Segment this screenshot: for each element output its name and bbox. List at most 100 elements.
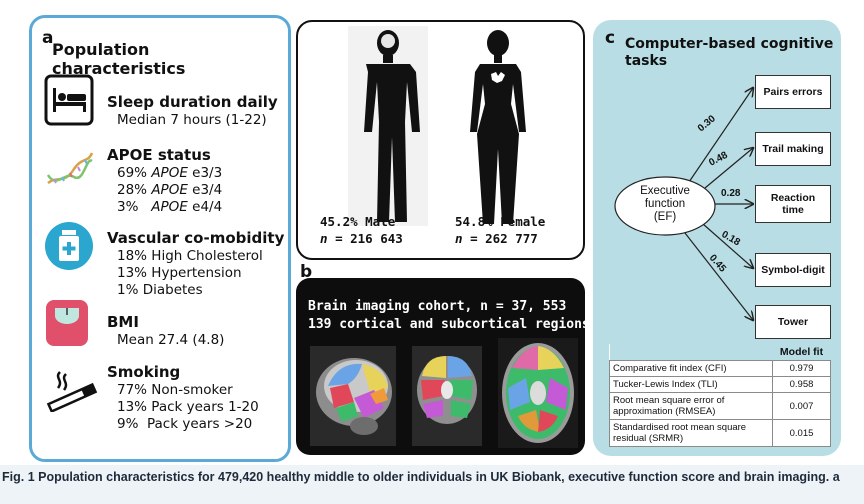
apoe-heading: APOE status: [107, 146, 211, 164]
smoking-section: Smoking 77% Non-smoker 13% Pack years 1-…: [107, 364, 259, 433]
female-n-value: = 262 777: [470, 231, 538, 246]
table-row: Root mean square error of approximation …: [609, 392, 831, 420]
task-box-pairs-errors: Pairs errors: [755, 75, 831, 109]
fit-label: Standardised root mean square residual (…: [609, 419, 773, 447]
fit-value: 0.015: [772, 419, 831, 447]
male-n-value: = 216 643: [335, 231, 403, 246]
bmi-heading: BMI: [107, 313, 139, 331]
male-count: n = 216 643: [320, 230, 403, 247]
female-percentage: 54.8% Female: [455, 214, 546, 229]
apoe-pct: 69%: [117, 165, 148, 181]
vascular-row: 18% High Cholesterol: [117, 248, 263, 264]
loading-label: 0.28: [721, 188, 741, 199]
bed-icon: [44, 74, 94, 126]
table-row: Tucker-Lewis Index (TLI)0.958: [609, 376, 831, 393]
apoe-row: 3% APOE e4/4: [107, 199, 222, 216]
sagittal-brain-image: [310, 346, 396, 446]
latent-ef-ellipse: [614, 176, 716, 236]
medicine-bottle-icon: [45, 222, 93, 270]
panel-a-label: a: [42, 28, 54, 48]
loading-label: 0.18: [720, 229, 743, 248]
latent-ef-line: function: [644, 198, 686, 210]
vascular-row: 1% Diabetes: [117, 282, 203, 298]
task-box-reaction-time: Reaction time: [755, 185, 831, 223]
female-silhouette-icon: [470, 30, 526, 224]
coronal-brain-image: [412, 346, 482, 446]
fit-value: 0.979: [772, 360, 831, 377]
task-box-trail-making: Trail making: [755, 132, 831, 166]
smoking-row: 77% Non-smoker: [117, 382, 233, 398]
apoe-allele: e3/3: [192, 165, 223, 181]
sleep-heading: Sleep duration daily: [107, 93, 278, 111]
apoe-section: APOE status 69% APOE e3/3 28% APOE e3/4 …: [107, 147, 222, 216]
panel-b-brain-imaging: Brain imaging cohort, n = 37, 553 139 cor…: [296, 278, 590, 455]
fit-label: Root mean square error of approximation …: [609, 392, 773, 420]
caption-text: Fig. 1 Population characteristics for 47…: [2, 470, 840, 484]
male-percentage: 45.2% Male: [320, 214, 396, 229]
smoking-heading: Smoking: [107, 363, 181, 381]
dna-icon: [46, 152, 94, 185]
smoking-row: 9% Pack years >20: [117, 416, 253, 432]
apoe-allele: e4/4: [192, 199, 223, 215]
female-n-label: n: [455, 231, 463, 246]
fit-table-corner: [609, 344, 773, 361]
apoe-allele: e3/4: [192, 182, 223, 198]
vascular-heading: Vascular co-mobidity: [107, 229, 285, 247]
fit-value: 0.007: [772, 392, 831, 420]
panel-sex-distribution: 45.2% Male n = 216 643 54.8% Female n = …: [296, 20, 585, 260]
fit-label: Tucker-Lewis Index (TLI): [609, 376, 773, 393]
path-arrow: [702, 223, 753, 268]
path-diagram: 0.30 0.48 0.28 0.18 0.45: [614, 20, 841, 340]
latent-ef-label: Executive function (EF): [615, 185, 715, 224]
model-fit-table: Model fit Comparative fit index (CFI)0.9…: [609, 344, 831, 447]
axial-brain-image: [498, 338, 578, 448]
loading-label: 0.30: [696, 113, 718, 134]
panel-a-title: Population characteristics: [52, 40, 186, 78]
male-silhouette-icon: [348, 26, 428, 226]
vascular-section: Vascular co-mobidity 18% High Cholestero…: [107, 230, 284, 299]
bmi-value: Mean 27.4 (4.8): [117, 332, 225, 348]
path-arrow: [704, 148, 753, 189]
latent-ef-line: (EF): [653, 211, 677, 223]
panel-a-population: a Population characteristics Sleep durat…: [29, 15, 291, 462]
fit-value: 0.958: [772, 376, 831, 393]
smoking-row: 13% Pack years 1-20: [117, 399, 259, 415]
sleep-section: Sleep duration daily Median 7 hours (1-2…: [107, 94, 278, 129]
table-row: Comparative fit index (CFI)0.979: [609, 360, 831, 377]
panel-c-title-line1: Computer-based cognitive: [625, 36, 834, 52]
female-stat: 54.8% Female n = 262 777: [455, 213, 545, 247]
vascular-row: 13% Hypertension: [117, 265, 242, 281]
latent-ef-line: Executive: [640, 185, 690, 197]
apoe-gene: APOE: [151, 199, 188, 215]
task-box-tower: Tower: [755, 305, 831, 339]
path-arrow: [688, 88, 753, 183]
apoe-gene: APOE: [151, 182, 188, 198]
figure-caption: Fig. 1 Population characteristics for 47…: [0, 465, 864, 504]
loading-label: 0.45: [707, 253, 728, 275]
cigarette-icon: [46, 371, 98, 412]
weighing-scale-icon: [46, 300, 88, 346]
sleep-value: Median 7 hours (1-22): [117, 112, 267, 128]
apoe-pct: 28%: [117, 182, 148, 198]
path-arrow: [684, 232, 753, 320]
panel-c-title-line2: tasks: [625, 53, 668, 69]
male-stat: 45.2% Male n = 216 643: [320, 213, 403, 247]
task-box-symbol-digit: Symbol-digit: [755, 253, 831, 287]
fit-label: Comparative fit index (CFI): [609, 360, 773, 377]
brain-regions-line: 139 cortical and subcortical regions: [308, 317, 590, 332]
loading-label: 0.48: [707, 150, 730, 169]
apoe-row: 69% APOE e3/3: [107, 165, 222, 182]
apoe-pct: 3%: [117, 199, 139, 215]
brain-cohort-line: Brain imaging cohort, n = 37, 553: [308, 299, 567, 314]
apoe-gene: APOE: [151, 165, 188, 181]
panel-b-label: b: [300, 262, 313, 282]
fit-table-header: Model fit: [772, 344, 831, 361]
apoe-row: 28% APOE e3/4: [107, 182, 222, 199]
panel-c-label: c: [605, 28, 616, 48]
bmi-section: BMI Mean 27.4 (4.8): [107, 314, 224, 349]
male-n-label: n: [320, 231, 328, 246]
table-row: Standardised root mean square residual (…: [609, 419, 831, 447]
female-count: n = 262 777: [455, 230, 545, 247]
